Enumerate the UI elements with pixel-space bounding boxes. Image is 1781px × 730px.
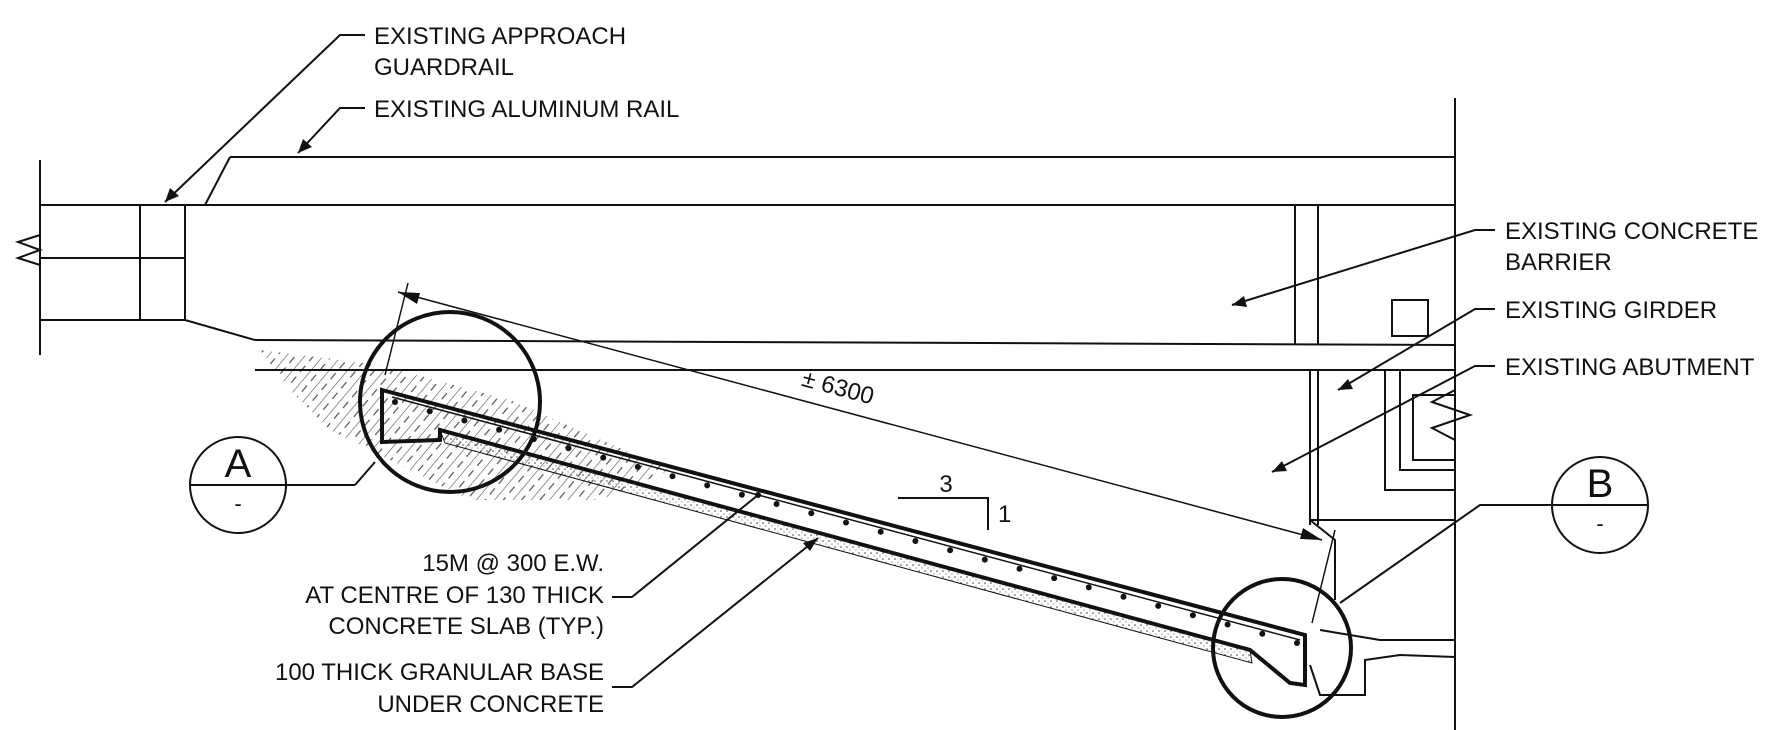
rebar-dot bbox=[1016, 565, 1023, 572]
slab-reinforcement-line-1: 15M @ 300 E.W. bbox=[422, 550, 604, 577]
slab-reinforcement-bars bbox=[392, 399, 1300, 646]
rebar-dot bbox=[426, 408, 433, 415]
marker-a-sheet: - bbox=[234, 491, 241, 516]
slope-run-value: 3 bbox=[939, 471, 952, 498]
detail-circle-a bbox=[358, 310, 542, 494]
approach-guardrail-line-1: EXISTING APPROACH bbox=[374, 23, 626, 50]
abutment bbox=[1309, 98, 1474, 730]
rebar-dot bbox=[461, 417, 468, 424]
slab-reinforcement-line-3: CONCRETE SLAB (TYP.) bbox=[328, 613, 604, 640]
slope-ratio-symbol: 3 1 bbox=[898, 471, 1011, 530]
aluminum-rail-label: EXISTING ALUMINUM RAIL bbox=[374, 96, 679, 123]
rebar-dot bbox=[912, 538, 919, 544]
rebar-dot bbox=[1224, 621, 1231, 628]
rebar-dot bbox=[1051, 575, 1058, 582]
approach-slab bbox=[14, 160, 256, 355]
rebar-dot bbox=[947, 547, 954, 554]
concrete-barrier-line-2: BARRIER bbox=[1505, 249, 1612, 276]
rebar-dot bbox=[392, 399, 398, 405]
detail-marker-b[interactable]: B - bbox=[1339, 456, 1649, 604]
girder-label: EXISTING GIRDER bbox=[1505, 297, 1717, 324]
rebar-dot bbox=[1120, 593, 1127, 600]
approach-guardrail-line-2: GUARDRAIL bbox=[374, 54, 514, 81]
rebar-dot bbox=[1155, 602, 1162, 609]
marker-a-letter: A bbox=[225, 442, 252, 486]
callout-approach-guardrail: EXISTING APPROACH GUARDRAIL bbox=[164, 23, 626, 203]
rebar-dot bbox=[981, 556, 988, 563]
abutment-label: EXISTING ABUTMENT bbox=[1505, 354, 1755, 381]
detail-circle-b bbox=[1211, 577, 1353, 719]
callout-girder: EXISTING GIRDER bbox=[1337, 297, 1717, 391]
slab-reinforcement-line-2: AT CENTRE OF 130 THICK bbox=[305, 582, 604, 609]
rebar-dot bbox=[877, 528, 884, 535]
marker-b-letter: B bbox=[1587, 462, 1614, 506]
callout-abutment: EXISTING ABUTMENT bbox=[1271, 354, 1755, 473]
slope-rise-value: 1 bbox=[998, 501, 1011, 528]
slope-paving-slab bbox=[380, 387, 1307, 688]
concrete-barrier-line-1: EXISTING CONCRETE bbox=[1505, 218, 1758, 245]
callout-aluminum-rail: EXISTING ALUMINUM RAIL bbox=[297, 96, 679, 154]
callout-granular-base: 100 THICK GRANULAR BASE UNDER CONCRETE bbox=[275, 537, 819, 718]
rebar-dot bbox=[600, 454, 607, 461]
rebar-dot bbox=[669, 473, 676, 480]
rebar-dot bbox=[496, 426, 503, 433]
rebar-dot bbox=[704, 482, 711, 489]
callout-concrete-barrier: EXISTING CONCRETE BARRIER bbox=[1231, 218, 1758, 307]
rebar-dot bbox=[1294, 640, 1300, 646]
callout-slab-reinforcement: 15M @ 300 E.W. AT CENTRE OF 130 THICK CO… bbox=[305, 492, 761, 640]
rebar-dot bbox=[1259, 630, 1266, 637]
rebar-dot bbox=[843, 519, 849, 526]
rebar-dot bbox=[634, 463, 641, 470]
rebar-dot bbox=[738, 491, 745, 498]
rebar-dot bbox=[808, 510, 815, 517]
granular-base-line-2: UNDER CONCRETE bbox=[377, 691, 604, 718]
rebar-dot bbox=[1085, 584, 1092, 591]
concrete-barrier bbox=[185, 156, 1456, 346]
granular-base-line-1: 100 THICK GRANULAR BASE bbox=[275, 659, 604, 686]
rebar-dot bbox=[565, 445, 572, 452]
marker-b-sheet: - bbox=[1596, 511, 1603, 536]
detail-marker-a[interactable]: A - bbox=[189, 436, 376, 534]
rebar-dot bbox=[773, 501, 780, 507]
rebar-dot bbox=[1189, 612, 1196, 619]
